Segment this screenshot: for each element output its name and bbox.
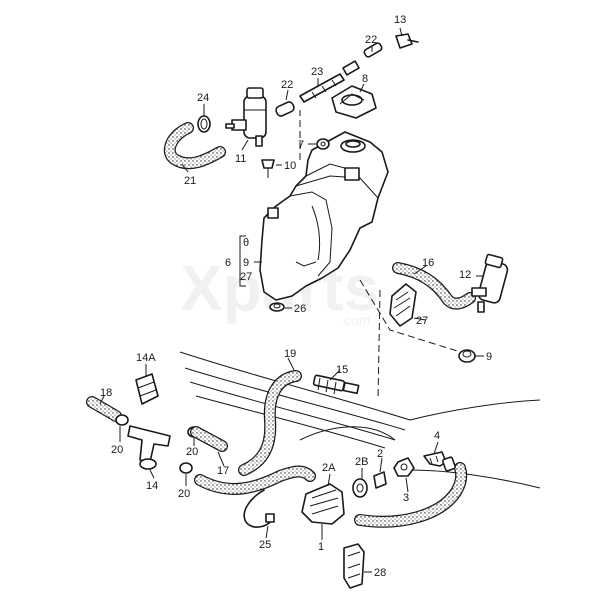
label-6-9: 9 (243, 257, 249, 269)
label-1: 1 (318, 541, 324, 553)
label-2: 2 (377, 448, 383, 460)
t-piece-14 (127, 425, 171, 470)
pad-27 (389, 283, 417, 327)
washer-pump-11 (225, 87, 267, 147)
label-6-27: 27 (240, 271, 252, 283)
label-8: 8 (362, 73, 368, 85)
connector-22b (363, 42, 383, 58)
washer-reservoir (259, 131, 389, 301)
nozzle-13 (395, 33, 419, 49)
label-2A: 2A (322, 462, 336, 474)
label-20-low: 20 (178, 488, 190, 500)
label-20-mid: 20 (186, 446, 198, 458)
nut-3 (393, 457, 415, 477)
clamp-20a (115, 414, 129, 426)
label-14A: 14A (136, 352, 156, 364)
cable-tie-25 (243, 489, 275, 528)
label-9: 9 (486, 351, 492, 363)
nozzle-assembly-2A (301, 483, 345, 525)
connector-15 (312, 374, 360, 395)
washer-pump-12 (471, 253, 509, 313)
label-19: 19 (284, 348, 296, 360)
clip-14A (135, 373, 159, 405)
label-2B: 2B (355, 456, 368, 468)
label-15: 15 (336, 364, 348, 376)
label-17: 17 (217, 465, 229, 477)
grommet-9 (458, 349, 476, 363)
label-23: 23 (311, 66, 323, 78)
label-14: 14 (146, 480, 158, 492)
elbow-4 (423, 451, 456, 472)
label-22-top: 22 (365, 34, 377, 46)
label-21: 21 (184, 175, 196, 187)
washer-2B (352, 478, 368, 498)
grommet-7 (316, 138, 330, 150)
label-7: 7 (298, 139, 304, 151)
hose-21 (163, 122, 226, 170)
connector-22a (275, 101, 295, 117)
bracket-28 (343, 543, 365, 589)
label-28: 28 (374, 567, 386, 579)
label-11: 11 (235, 153, 246, 165)
watermark-suffix: .com (340, 312, 370, 328)
label-22-left: 22 (281, 79, 293, 91)
label-12: 12 (459, 269, 471, 281)
clamp-24 (197, 115, 211, 133)
label-4: 4 (434, 430, 440, 442)
label-25: 25 (259, 539, 271, 551)
fitting-23 (299, 60, 360, 103)
label-26: 26 (294, 303, 306, 315)
label-27: 27 (416, 315, 428, 327)
label-3: 3 (403, 492, 409, 504)
hose-19 (238, 370, 302, 476)
label-6-theta: θ (243, 237, 249, 249)
label-leaders (99, 27, 484, 573)
hose-right (354, 462, 468, 528)
label-18: 18 (100, 387, 112, 399)
label-16: 16 (422, 257, 434, 269)
label-24: 24 (197, 92, 209, 104)
reservoir-cap (331, 85, 377, 119)
screw-10 (261, 159, 275, 178)
label-10: 10 (284, 160, 296, 172)
hose-lower (194, 465, 316, 495)
label-6: 6 (225, 257, 231, 269)
vehicle-body-lines (179, 351, 541, 489)
clip-2 (373, 471, 387, 489)
part-labels: 13 22 23 8 24 22 11 7 10 21 6 θ 9 27 26 … (100, 14, 492, 579)
hose-17 (190, 426, 228, 452)
hose-18 (86, 396, 122, 422)
label-20-left: 20 (111, 444, 123, 456)
washer-26 (269, 302, 285, 312)
label-13: 13 (394, 14, 406, 26)
clamp-20c (179, 462, 193, 474)
